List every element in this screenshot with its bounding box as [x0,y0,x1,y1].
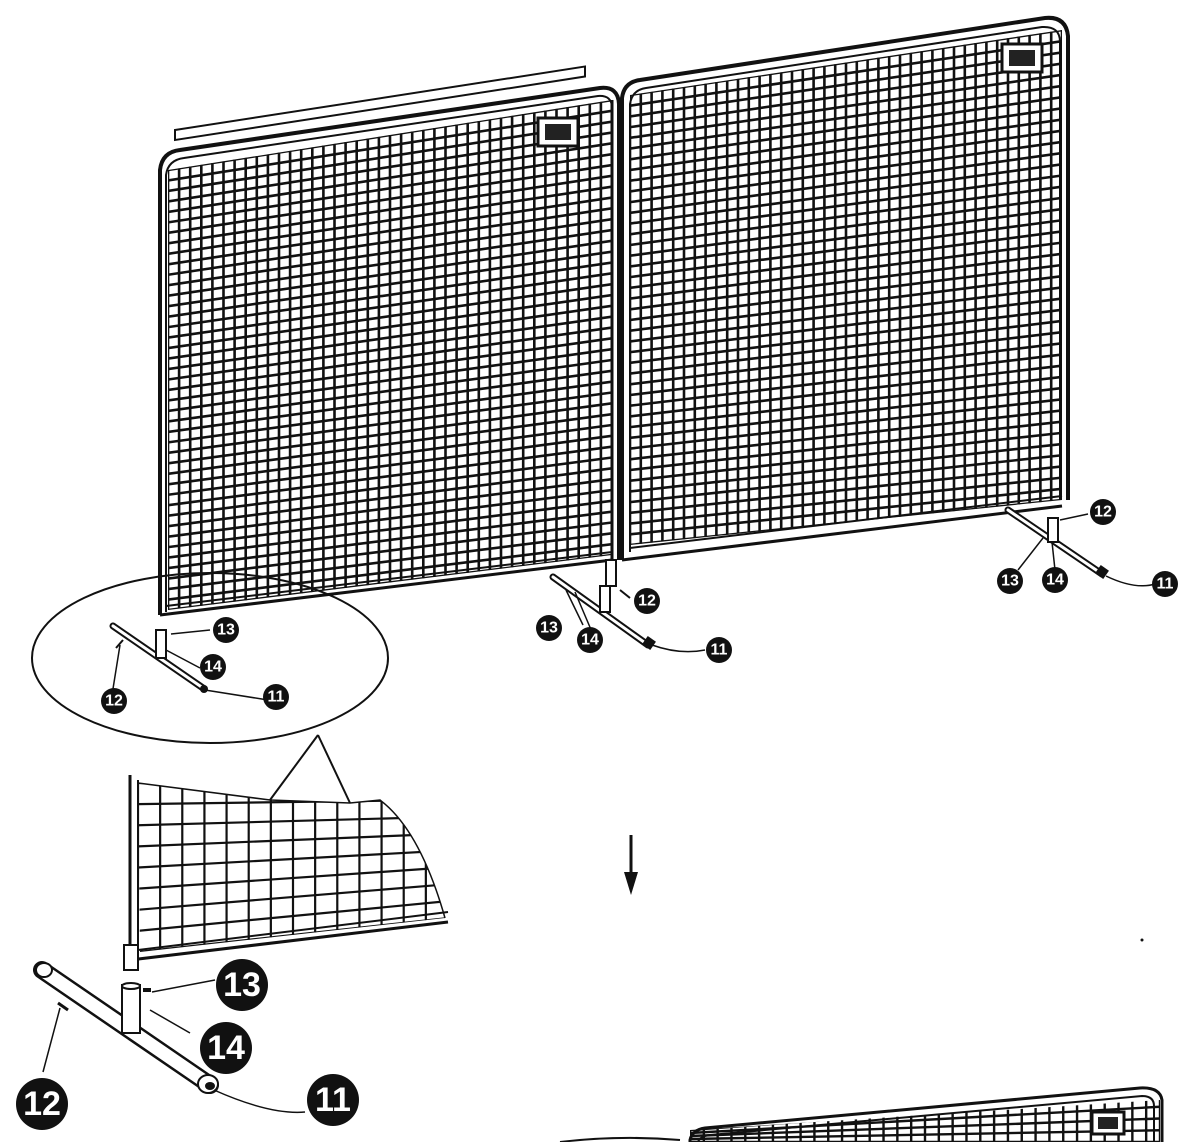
foot-middle [549,573,706,653]
svg-text:12: 12 [1094,504,1112,521]
callout-13-left: 13 [213,617,239,643]
callout-11-middle: 11 [706,637,732,663]
callout-11-left: 11 [263,684,289,710]
svg-text:11: 11 [711,642,728,659]
panel-left-latch [536,116,580,148]
callout-13-middle: 13 [536,615,562,641]
zoom-detail [123,734,449,971]
svg-text:12: 12 [105,693,123,710]
fence-panel-right [620,15,1070,562]
svg-text:11: 11 [315,1081,351,1119]
fence-panel-left [158,65,621,617]
panel-left-frame [158,85,621,615]
callout-13-enlarged: 13 [216,959,268,1011]
callout-11-right: 11 [1152,571,1178,597]
svg-text:14: 14 [207,1029,245,1067]
callout-14-left: 14 [200,654,226,680]
callout-13-right: 13 [997,568,1023,594]
svg-text:11: 11 [268,689,285,706]
callout-14-enlarged: 14 [200,1022,252,1074]
down-arrow-icon [624,835,638,895]
svg-text:14: 14 [204,659,222,676]
callout-12-enlarged: 12 [16,1078,68,1130]
svg-text:12: 12 [638,593,656,610]
svg-text:14: 14 [1046,572,1064,589]
svg-text:11: 11 [1157,576,1174,593]
callout-14-middle: 14 [577,627,603,653]
callout-12-middle: 12 [634,588,660,614]
panel-left-top-bar [174,65,586,142]
svg-text:12: 12 [23,1085,61,1123]
foot-left [31,572,389,744]
panel-right-frame [620,15,1070,560]
callout-14-right: 14 [1042,567,1068,593]
svg-text:13: 13 [223,966,261,1004]
callout-11-enlarged: 11 [307,1074,359,1126]
svg-text:13: 13 [1001,573,1019,590]
panel-right-mesh [630,30,1062,545]
svg-text:13: 13 [217,622,235,639]
zoom-circle [31,572,389,744]
callout-12-right: 12 [1090,499,1116,525]
svg-text:14: 14 [581,632,599,649]
panel-left-mesh [168,100,612,610]
callout-12-left: 12 [101,688,127,714]
foot-enlarged [33,961,306,1114]
svg-text:13: 13 [540,620,558,637]
foot-right [1004,506,1156,587]
fence-panel-partial [559,1086,1164,1142]
